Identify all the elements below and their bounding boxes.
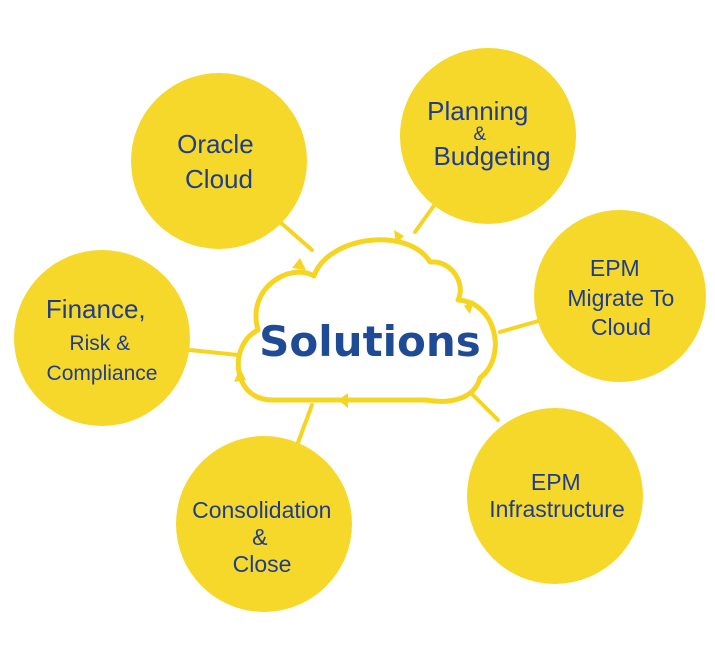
node-label-line: Budgeting: [433, 141, 550, 171]
svg-text:Oracle Cloud: Oracle Cloud: [177, 129, 261, 194]
node-circle: [176, 436, 352, 612]
flow-arrow-icon: [234, 368, 246, 382]
node-label-line: Finance,: [46, 294, 146, 324]
node-label-line: Compliance: [47, 362, 158, 385]
node-label-line: Risk &: [69, 332, 130, 355]
connector-oracle-cloud: [278, 220, 314, 252]
node-circle: [467, 408, 643, 584]
svg-text:Planning & Budgeti: Planning & Budgeting: [427, 96, 550, 171]
node-circle: [400, 48, 576, 224]
flow-arrow-icon: [292, 258, 306, 270]
flow-arrow-icon: [394, 230, 404, 244]
node-label-line: Cloud: [591, 314, 651, 340]
node-label-line: Migrate To: [567, 285, 674, 311]
center-label: Solutions: [259, 317, 481, 366]
svg-text:EPM Migrate To Clo: EPM Migrate To Cloud: [567, 255, 680, 340]
svg-text:Finance, Risk & Co: Finance, Risk & Compliance: [46, 294, 158, 385]
node-epm-infrastructure: EPM Infrastructure: [467, 408, 643, 584]
node-consolidation-close: Consolidation & Close: [176, 436, 352, 612]
node-label-line: Planning: [427, 96, 528, 126]
node-circle: [534, 210, 706, 382]
connector-epm-infrastructure: [468, 390, 500, 422]
node-label-line: Close: [233, 551, 292, 577]
connector-finance-risk: [188, 348, 240, 357]
flow-arrow-icon: [464, 300, 474, 314]
node-label-line: &: [473, 124, 486, 145]
node-circle: [131, 73, 307, 249]
cloud-shape: [235, 237, 498, 404]
flow-arrow-icon: [338, 393, 348, 408]
node-finance-risk: Finance, Risk & Compliance: [14, 250, 190, 426]
node-label-line: Oracle: [177, 129, 254, 159]
node-label-line: EPM: [590, 255, 640, 281]
svg-text:EPM Infrastructure: EPM Infrastructure: [489, 469, 625, 522]
node-label-line: Cloud: [185, 164, 253, 194]
node-oracle-cloud: Oracle Cloud: [131, 73, 307, 249]
node-epm-migrate: EPM Migrate To Cloud: [534, 210, 706, 382]
node-label-line: Infrastructure: [489, 496, 625, 522]
node-label-line: Consolidation: [192, 497, 331, 523]
node-label-line: &: [252, 524, 267, 550]
node-circle: [14, 250, 190, 426]
connector-epm-migrate: [498, 318, 544, 334]
connector-consolidation-close: [294, 403, 314, 450]
node-planning-budgeting: Planning & Budgeting: [400, 48, 576, 224]
svg-text:Consolidation & Cl: Consolidation & Close: [192, 497, 336, 577]
node-label-line: EPM: [531, 469, 581, 495]
center-cloud: Solutions: [234, 230, 498, 408]
